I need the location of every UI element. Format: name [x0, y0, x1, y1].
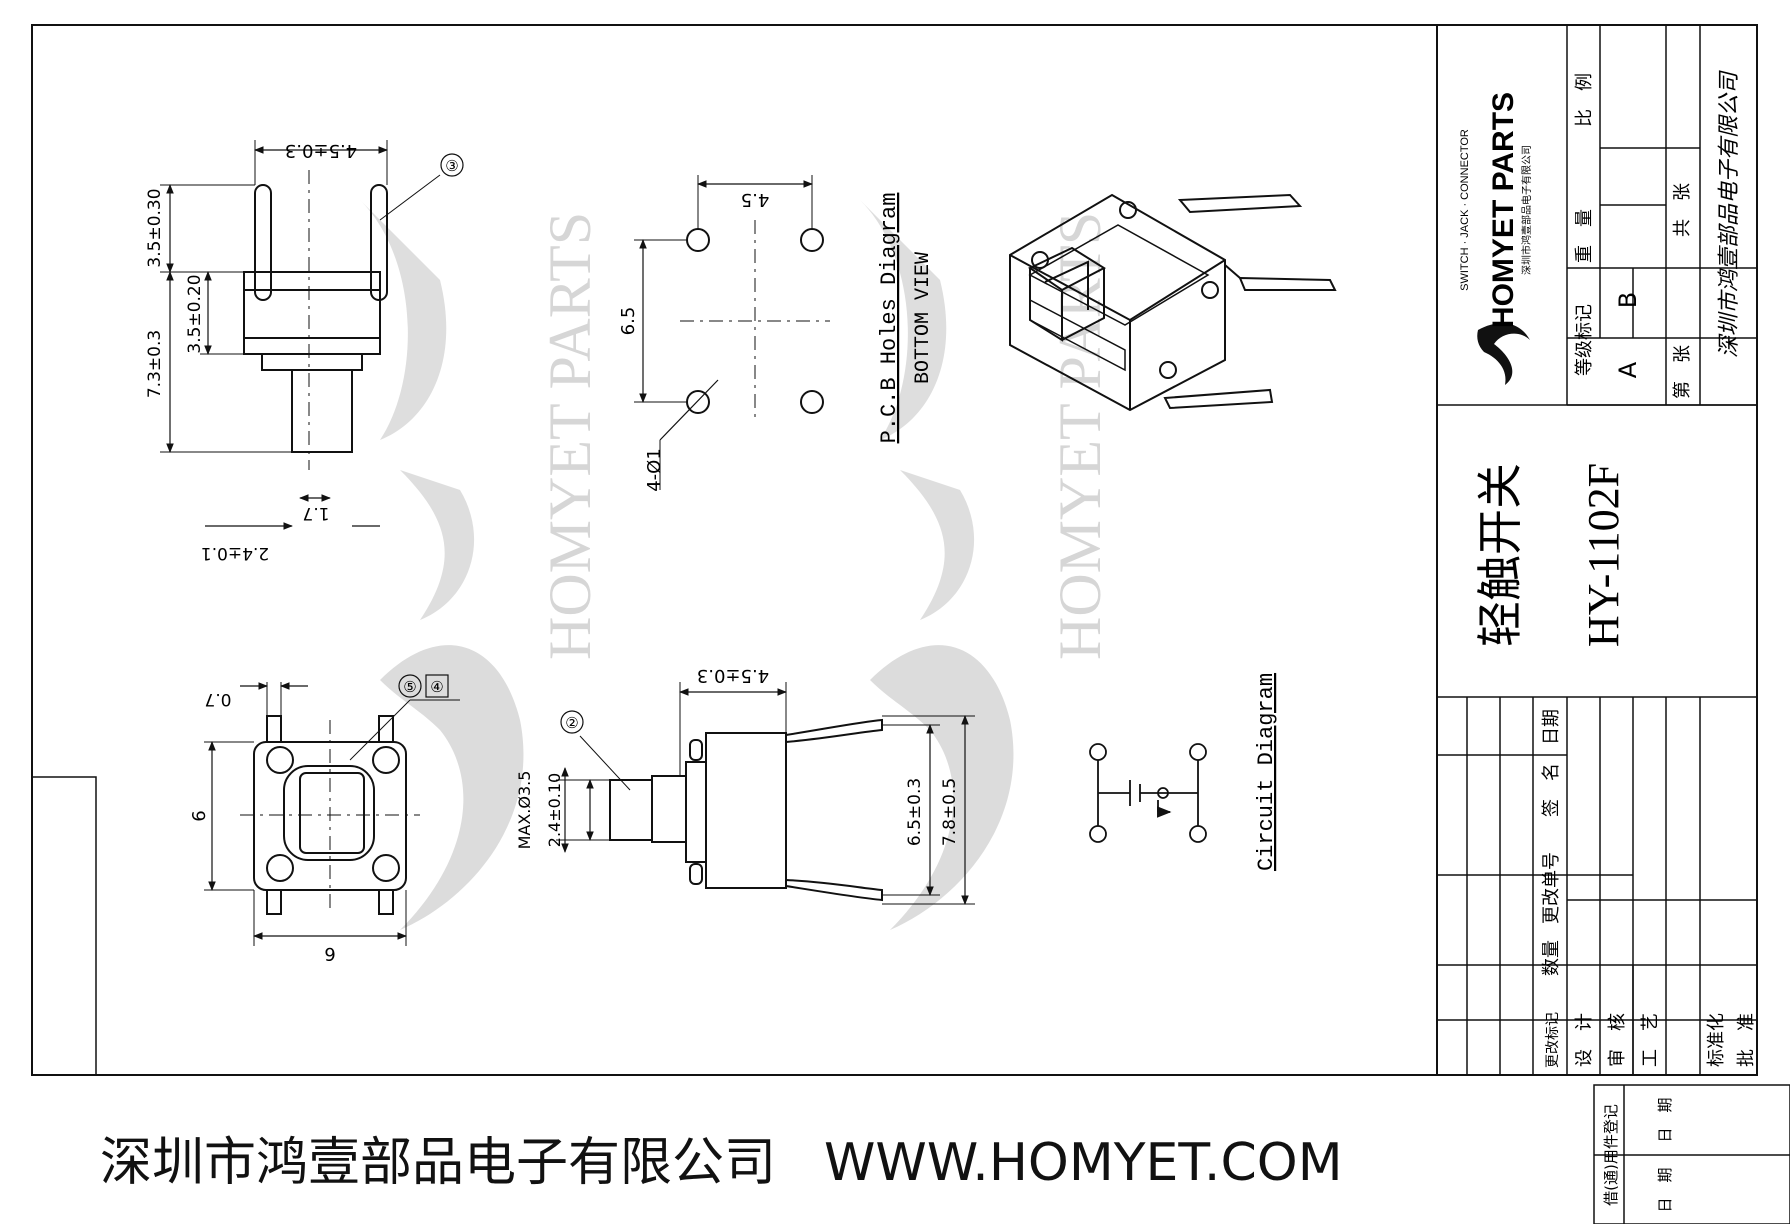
rev-header-mark: 更改标记 — [1545, 1012, 1561, 1068]
rev-header-qty: 数量 — [1541, 940, 1562, 976]
dim-actuator-width: 1.7 — [302, 503, 329, 523]
rev-header-sign: 签 名 — [1541, 763, 1562, 817]
front-view — [160, 140, 464, 530]
role-approve: 批 准 — [1736, 1013, 1757, 1067]
dim-total-height: 7.3±0.3 — [145, 330, 165, 398]
watermark: HOMYET PARTS HOMYET PARTS — [360, 200, 1113, 930]
drawing-border — [31, 24, 1758, 1076]
pcb-title: P.C.B Holes Diagram — [877, 193, 902, 444]
watermark-logo-1 — [380, 645, 524, 930]
register-date-label-2: 日 期 — [1656, 1167, 1674, 1212]
brand-tagline: SWITCH · JACK · CONNECTOR — [1459, 129, 1471, 291]
binding-strip — [31, 776, 97, 1076]
watermark-brush-2 — [860, 200, 975, 620]
footer-company: 深圳市鸿壹部品电子有限公司 — [100, 1133, 777, 1193]
weight-label: 重 量 — [1574, 209, 1595, 263]
pcb-dim-y: 6.5 — [618, 307, 639, 336]
footer-website: WWW.HOMYET.COM — [824, 1133, 1343, 1193]
callout-5: ⑤ — [403, 678, 416, 696]
dim-overall-row: 7.8±0.5 — [940, 778, 960, 846]
pcb-holes-label: 4-Ø1 — [644, 448, 665, 492]
footer: 深圳市鸿壹部品电子有限公司 WWW.HOMYET.COM — [100, 1120, 1391, 1195]
circuit-symbol — [1089, 743, 1207, 843]
pcb-dim-x: 4.5 — [741, 189, 770, 210]
pcb-view-label: BOTTOM VIEW — [912, 252, 935, 384]
dim-actuator-dia: MAX.Ø3.5 — [515, 771, 534, 850]
part-title: 轻触开关 — [1473, 463, 1527, 647]
circuit-title: Circuit Diagram — [1254, 673, 1279, 871]
grade-b: B — [1614, 292, 1642, 308]
scale-label: 比 例 — [1574, 73, 1595, 127]
callout-4: ④ — [430, 678, 443, 696]
role-process: 工 艺 — [1640, 1013, 1661, 1067]
watermark-logo-2 — [870, 645, 1014, 930]
callout-3: ③ — [445, 157, 458, 175]
dim-bottom-height: 6 — [189, 810, 210, 821]
title-block — [1437, 25, 1790, 1224]
dim-pin-row: 6.5±0.3 — [905, 778, 925, 846]
dim-bottom-width: 6 — [324, 943, 335, 964]
part-model: HY-1102F — [1579, 463, 1628, 647]
callout-2: ② — [565, 714, 578, 732]
brand-name: HOMYET PARTS — [1487, 92, 1520, 328]
bottom-view — [204, 674, 460, 946]
role-standard: 标准化 — [1706, 1013, 1727, 1067]
total-label: 共 张 — [1672, 183, 1693, 237]
sheet-label: 第 张 — [1672, 345, 1693, 399]
register-date-label: 日 期 — [1656, 1097, 1674, 1142]
isometric-view — [1009, 193, 1337, 412]
grade-a: A — [1614, 361, 1642, 378]
dim-body-height: 3.5±0.20 — [185, 274, 205, 353]
pcb-holes-view — [634, 175, 830, 490]
dim-side-pin-spacing: 4.5±0.3 — [697, 665, 769, 686]
borrow-register-label: 借(通)用件登记 — [1602, 1104, 1620, 1206]
signature: 深圳市鸿壹部品电子有限公司 — [1717, 70, 1742, 358]
dim-actuator-base: 2.4±0.1 — [201, 543, 269, 563]
brand-company-small: 深圳市鸿壹部品电子有限公司 — [1520, 145, 1533, 275]
role-design: 设 计 — [1574, 1013, 1595, 1067]
dim-pin-length: 3.5±0.30 — [145, 188, 165, 267]
grade-label: 等级标记 — [1574, 304, 1595, 376]
role-review: 审 核 — [1607, 1013, 1628, 1067]
watermark-text-1: HOMYET PARTS — [537, 212, 603, 660]
dim-pin-spacing: 4.5±0.3 — [285, 140, 357, 161]
dim-pin-width: 0.7 — [204, 689, 231, 709]
brand-mark-icon — [1477, 323, 1530, 385]
brand-logo — [1477, 323, 1530, 385]
watermark-brush-1 — [360, 200, 475, 620]
dim-actuator-side: 2.4±0.10 — [545, 773, 564, 847]
rev-header-date: 日期 — [1541, 709, 1562, 745]
side-view — [556, 682, 975, 905]
rev-header-order: 更改单号 — [1541, 852, 1562, 924]
